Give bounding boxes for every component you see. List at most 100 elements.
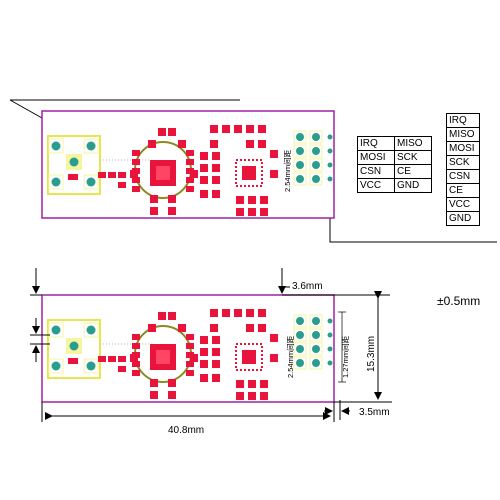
pitch-label-top-a: 2.54mm间距	[283, 149, 292, 192]
header-pin	[312, 175, 320, 183]
smd-pad	[200, 152, 208, 160]
pin-row: CSN	[446, 169, 480, 184]
pitch-label-bottom-a: 2.54mm间距	[286, 335, 295, 378]
smd-pad	[212, 360, 220, 368]
header-pin	[312, 147, 320, 155]
connector-via	[51, 361, 61, 371]
smd-pad	[132, 361, 140, 367]
chip2-pad	[242, 166, 256, 180]
smd-pad	[158, 312, 166, 320]
smd-pad	[222, 309, 230, 317]
smd-pad	[186, 370, 194, 376]
pin-cell: CSN	[446, 169, 480, 184]
small-pin	[327, 318, 333, 324]
smd-pad	[234, 125, 242, 133]
connector-via	[86, 141, 96, 151]
connector-via	[86, 325, 96, 335]
header-pad-outline	[293, 144, 307, 158]
leader-line-top-left	[9, 99, 43, 119]
header-pin	[312, 359, 320, 367]
header-pad-outline	[293, 314, 307, 328]
smd-pad	[236, 196, 244, 204]
header-pin	[312, 317, 320, 325]
smd-pad	[236, 392, 244, 400]
pin-cell: CE	[446, 183, 480, 198]
smd-pad	[260, 196, 268, 204]
smd-pad	[150, 391, 158, 399]
small-pin	[327, 332, 333, 338]
pin-cell: SCK	[446, 155, 480, 170]
smd-pad	[186, 186, 194, 192]
dim-label-40-8: 40.8mm	[168, 425, 204, 436]
smd-pad	[258, 309, 266, 317]
pad-outline	[83, 174, 99, 190]
connector-via	[51, 177, 61, 187]
smd-pad	[246, 324, 254, 332]
pin-row: IRQ	[446, 113, 480, 128]
header-pad-outline	[309, 328, 323, 342]
pin-cell: VCC	[446, 197, 480, 212]
smd-pad	[150, 207, 158, 215]
smd-pad	[132, 177, 140, 183]
smd-pad	[178, 140, 186, 148]
smd-pad	[186, 168, 194, 174]
center-via	[69, 341, 79, 351]
smd-pad	[132, 186, 140, 192]
smd-pad	[222, 125, 230, 133]
smd-pad	[236, 208, 244, 216]
smd-pad	[186, 150, 194, 156]
smd-pad	[168, 195, 176, 203]
chip-center	[156, 166, 170, 180]
header-pin	[296, 317, 304, 325]
smd-pad	[248, 196, 256, 204]
smd-pad	[200, 336, 208, 344]
smd-pad	[108, 172, 116, 178]
chip2-outline	[235, 343, 263, 371]
bottom-board-view: 3.6mm 40.8mm 15.3mm 3.5mm 2.54mm间距 1.27m…	[30, 268, 392, 436]
pin-cell: CSN	[357, 164, 395, 179]
header-pin	[296, 331, 304, 339]
pad-outline	[83, 138, 99, 154]
pin-cell: GND	[394, 178, 432, 193]
smd-pad	[248, 380, 256, 388]
dim-label-3-5: 3.5mm	[359, 407, 390, 418]
header-pin	[312, 331, 320, 339]
smd-pad	[150, 379, 158, 387]
smd-pad	[248, 208, 256, 216]
pin-row: GND	[446, 211, 480, 226]
small-pin	[327, 134, 333, 140]
smd-pad	[212, 348, 220, 356]
smd-pad	[270, 354, 278, 362]
smd-pad	[212, 374, 220, 382]
smd-pad	[132, 159, 140, 165]
small-pin	[327, 148, 333, 154]
pin-cell: MISO	[446, 127, 480, 142]
smd-pad	[132, 370, 140, 376]
header-pad-outline	[293, 172, 307, 186]
smd-pad	[132, 343, 140, 349]
smd-pad	[98, 356, 106, 362]
header-pad-outline	[293, 130, 307, 144]
smd-pad	[132, 150, 140, 156]
small-pin	[327, 346, 333, 352]
header-pin	[312, 133, 320, 141]
smd-pad	[210, 324, 218, 332]
header-pad-outline	[293, 328, 307, 342]
smd-pad	[200, 164, 208, 172]
smd-pad	[186, 177, 194, 183]
header-pad-outline	[309, 158, 323, 172]
pin-cell: CE	[394, 164, 432, 179]
pin-cell: GND	[446, 211, 480, 226]
smd-pad	[200, 176, 208, 184]
pad-outline	[48, 174, 64, 190]
smd-pad	[168, 128, 176, 136]
smd-pad	[270, 334, 278, 342]
header-pin	[296, 161, 304, 169]
header-pad-outline	[309, 144, 323, 158]
smd-pad	[212, 152, 220, 160]
small-pin	[327, 176, 333, 182]
center-via	[69, 157, 79, 167]
pin-row: MOSI	[446, 141, 480, 156]
